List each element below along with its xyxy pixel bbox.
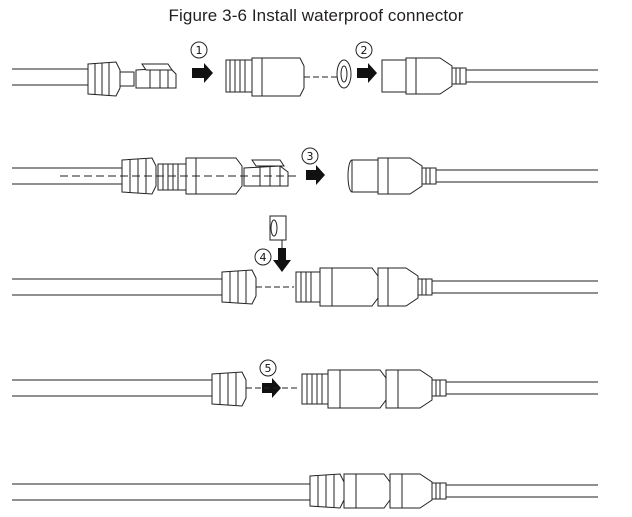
arrow-right-1 <box>192 63 213 83</box>
step-5-marker: 5 <box>259 359 277 377</box>
figure-title: Figure 3-6 Install waterproof connector <box>168 6 464 25</box>
row-2: 3 <box>12 147 598 195</box>
o-ring-2 <box>336 59 352 89</box>
cable-left-1 <box>12 68 90 86</box>
step-4-number: 4 <box>260 251 267 264</box>
sealing-body-2 <box>157 157 243 195</box>
rj45-plug-2 <box>243 159 289 187</box>
gasket-detail-4 <box>269 215 287 252</box>
row-1: 1 2 <box>12 41 598 97</box>
cable-right-3 <box>432 280 598 294</box>
cable-right-1 <box>466 69 598 83</box>
step-2-number: 2 <box>361 44 368 57</box>
cable-left-3 <box>12 278 226 296</box>
step-3-number: 3 <box>307 150 314 163</box>
step-3-marker: 3 <box>301 147 319 165</box>
row-3: 4 <box>12 215 598 307</box>
lock-nut-4 <box>211 371 247 407</box>
cable-right-5 <box>446 484 598 498</box>
step-4-marker: 4 <box>254 248 272 266</box>
lock-nut-1 <box>87 61 135 97</box>
row-4: 5 <box>12 359 598 409</box>
arrow-down-4 <box>273 248 291 272</box>
arrow-right-3 <box>306 165 325 185</box>
port-connector-2 <box>347 157 437 195</box>
arrow-right-5 <box>262 378 281 398</box>
cable-right-4 <box>446 381 598 395</box>
step-5-number: 5 <box>265 362 272 375</box>
assembled-connector-4 <box>301 369 447 409</box>
cable-left-5 <box>12 483 312 501</box>
sealing-body-1 <box>225 57 305 97</box>
cable-right-2 <box>436 169 598 183</box>
row-5 <box>12 473 598 509</box>
cable-left-2 <box>12 167 124 185</box>
port-connector-1 <box>381 57 467 95</box>
rj45-plug-1 <box>135 63 177 89</box>
cable-left-4 <box>12 379 216 397</box>
step-1-number: 1 <box>196 44 203 57</box>
step-2-marker: 2 <box>355 41 373 59</box>
lock-nut-3 <box>221 269 257 305</box>
arrow-right-2 <box>357 63 377 83</box>
assembled-connector-3 <box>295 267 433 307</box>
step-1-marker: 1 <box>190 41 208 59</box>
final-connector-5 <box>309 473 447 509</box>
